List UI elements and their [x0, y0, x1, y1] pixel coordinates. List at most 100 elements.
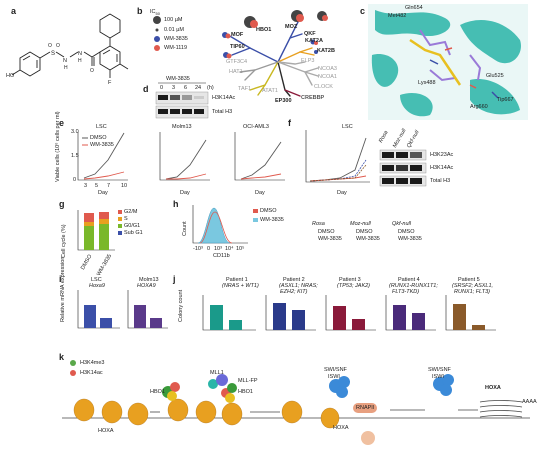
e-x-3: 3: [84, 183, 88, 189]
legend-100um: 100 µM: [164, 17, 183, 23]
k-aaaa: AAAA: [522, 399, 537, 405]
j-p5-title: Patient 5: [458, 277, 480, 283]
k-leg-h3k14ac: H3K14ac: [80, 370, 103, 376]
svg-text:O: O: [56, 43, 60, 49]
e-ylabel: Viable cells (10⁶ cells per ml): [55, 111, 61, 182]
f-leg-qkf: Qkf-null: [392, 221, 411, 227]
f-leg-moz-wm: WM-3835: [356, 236, 380, 242]
j-p1-sub: (NRAS + WT1): [222, 283, 259, 289]
h-xt-0: -10³: [193, 246, 203, 252]
label-met482: Met482: [388, 13, 407, 19]
g-leg-subg1: Sub G1: [124, 230, 143, 236]
node-qkf: QKF: [304, 31, 316, 37]
k-hbo1-a: HBO1: [150, 389, 165, 395]
e-xlabel-1: Day: [98, 190, 108, 196]
panel-letter-h: h: [173, 199, 179, 209]
e-title-molm13: Molm13: [172, 124, 192, 130]
ic50-label: IC50: [150, 9, 160, 17]
label-tip667: Tip667: [497, 97, 514, 103]
svg-text:O: O: [90, 68, 94, 74]
j-p5-sub2: RUNX1; FLT3): [454, 289, 490, 295]
e-ytick-0: 0: [73, 177, 77, 183]
f-title: LSC: [342, 124, 353, 130]
node-moz: MOZ: [285, 24, 298, 30]
j-p4-sub: (RUNX1-RUNX1T1;: [389, 283, 438, 289]
label-glu525: Glu525: [486, 73, 504, 79]
j-ylabel: Colony count: [178, 289, 184, 322]
k-hbo1-b: HBO1: [238, 389, 253, 395]
f-col-qkf: Qkf-null: [406, 129, 421, 149]
k-hoxa-2: HOXA: [333, 425, 349, 431]
j-p2-title: Patient 2: [283, 277, 305, 283]
k-swisnf-1: SWI/SNF: [324, 367, 347, 373]
panel-letter-i: i: [59, 274, 62, 284]
d-tp-3: 3: [172, 85, 176, 91]
node-crebbp: CREBBP: [301, 95, 325, 101]
legend-wm1119: WM-1119: [164, 45, 188, 51]
node-taf1: TAF1: [238, 86, 252, 92]
panel-letter-d: d: [143, 84, 149, 94]
e-title-lsc: LSC: [96, 124, 107, 130]
node-gtf3c4: GTF3C4: [226, 59, 248, 65]
k-mll-fp: MLL-FP: [238, 378, 258, 384]
f-band-h3k23ac: H3K23Ac: [430, 152, 454, 158]
g-cat-wm: WM-3835: [96, 253, 114, 277]
k-hoxa-3: HOXA: [485, 385, 501, 391]
e-xlabel-2: Day: [180, 190, 190, 196]
node-elp3: ELP3: [301, 58, 315, 64]
d-tp-0: 0: [160, 85, 164, 91]
g-ylabel: Cell cycle (%): [61, 224, 67, 258]
node-kat2a: KAT2A: [305, 38, 323, 44]
i-sub-2: HOXA9: [137, 283, 156, 289]
g-leg-s: S: [124, 216, 128, 222]
e-legend-dmso: DMSO: [90, 135, 107, 141]
svg-text:H: H: [64, 65, 68, 71]
g-leg-g0g1: G0/G1: [124, 223, 141, 229]
d-tp-6: 6: [184, 85, 188, 91]
svg-text:N: N: [63, 58, 67, 64]
f-leg-qkf-wm: WM-3835: [398, 236, 422, 242]
label-lys488: Lys488: [418, 80, 436, 86]
d-tp-24: 24: [195, 85, 202, 91]
h-xt-4: 10⁵: [236, 246, 245, 252]
svg-text:HO: HO: [6, 73, 15, 79]
f-leg-moz-dmso: DMSO: [356, 229, 373, 235]
node-tip60: TIP60: [230, 44, 245, 50]
j-p4-sub2: FLT3-TKD): [392, 289, 420, 295]
j-p3-title: Patient 3: [339, 277, 361, 283]
e-title-ociaml3: OCI-AML3: [243, 124, 269, 130]
svg-text:O: O: [48, 43, 52, 49]
i-ylabel: Relative mRNA expression: [60, 256, 66, 322]
node-ncoa1: NCOA1: [318, 74, 337, 80]
panel-letter-g: g: [59, 199, 65, 209]
f-xlabel: Day: [337, 190, 347, 196]
node-hbo1: HBO1: [256, 27, 272, 33]
k-hoxa-1: HOXA: [98, 428, 114, 434]
node-ep300: EP300: [275, 98, 292, 104]
h-xt-3: 10⁴: [225, 246, 234, 252]
svg-text:S: S: [51, 51, 55, 57]
f-col-rosa: Rosa: [378, 129, 390, 144]
j-p3-sub: (TP53; JAK2): [337, 283, 371, 289]
e-x-5: 5: [95, 183, 99, 189]
k-mll1: MLL1: [210, 370, 224, 376]
panel-letter-c: c: [360, 6, 366, 16]
label-gln654: Gln654: [405, 5, 423, 11]
j-p1-title: Patient 1: [226, 277, 248, 283]
d-band-totalh3: Total H3: [212, 109, 233, 115]
j-p2-sub2: EZH2; KIT): [280, 289, 308, 295]
g-leg-g2m: G2/M: [124, 209, 138, 215]
k-isw1-2: ISWI: [432, 374, 444, 380]
f-leg-qkf-dmso: DMSO: [398, 229, 415, 235]
e-x-7: 7: [107, 183, 111, 189]
e-xlabel-3: Day: [255, 190, 265, 196]
panel-letter-a: a: [11, 6, 17, 16]
d-compound: WM-3835: [166, 76, 190, 82]
d-unit: (h): [207, 85, 214, 91]
